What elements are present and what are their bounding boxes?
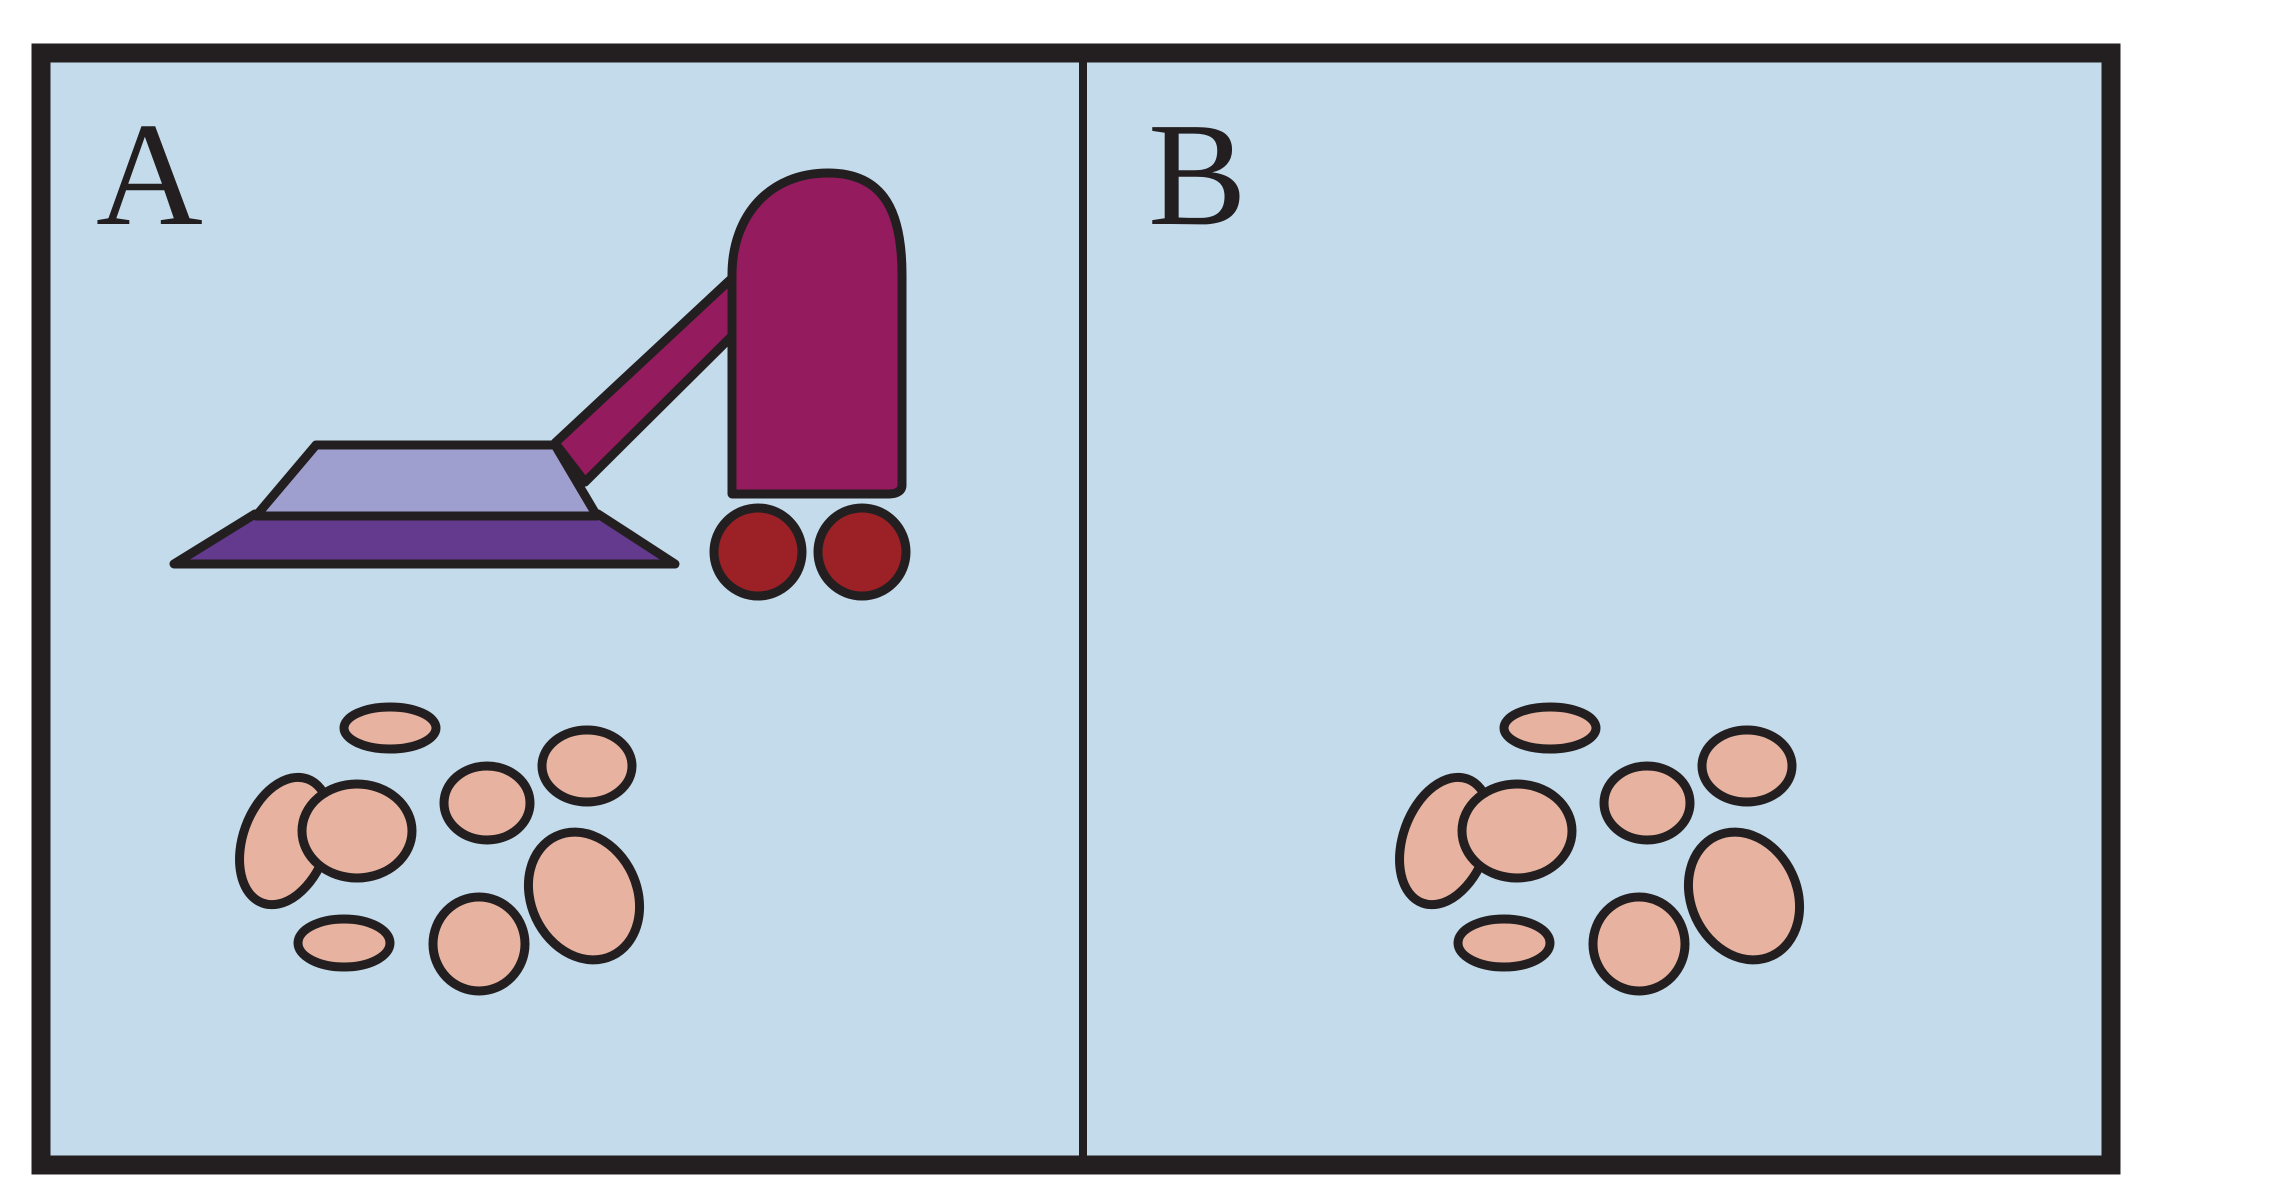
vacuum-wheel-right <box>813 503 911 601</box>
panel-b-label: B <box>1148 93 1247 257</box>
vacuum-base <box>169 509 680 569</box>
panel-a-label: A <box>96 93 203 257</box>
panel-a-background <box>41 53 1083 1165</box>
figure-frame <box>31 43 2121 1175</box>
vacuum-head <box>251 440 602 521</box>
vacuum-cleaner-icon <box>169 168 911 601</box>
panel-b-background <box>1083 53 2111 1165</box>
vacuum-body <box>727 168 907 499</box>
vacuum-wheel-left <box>709 503 807 601</box>
